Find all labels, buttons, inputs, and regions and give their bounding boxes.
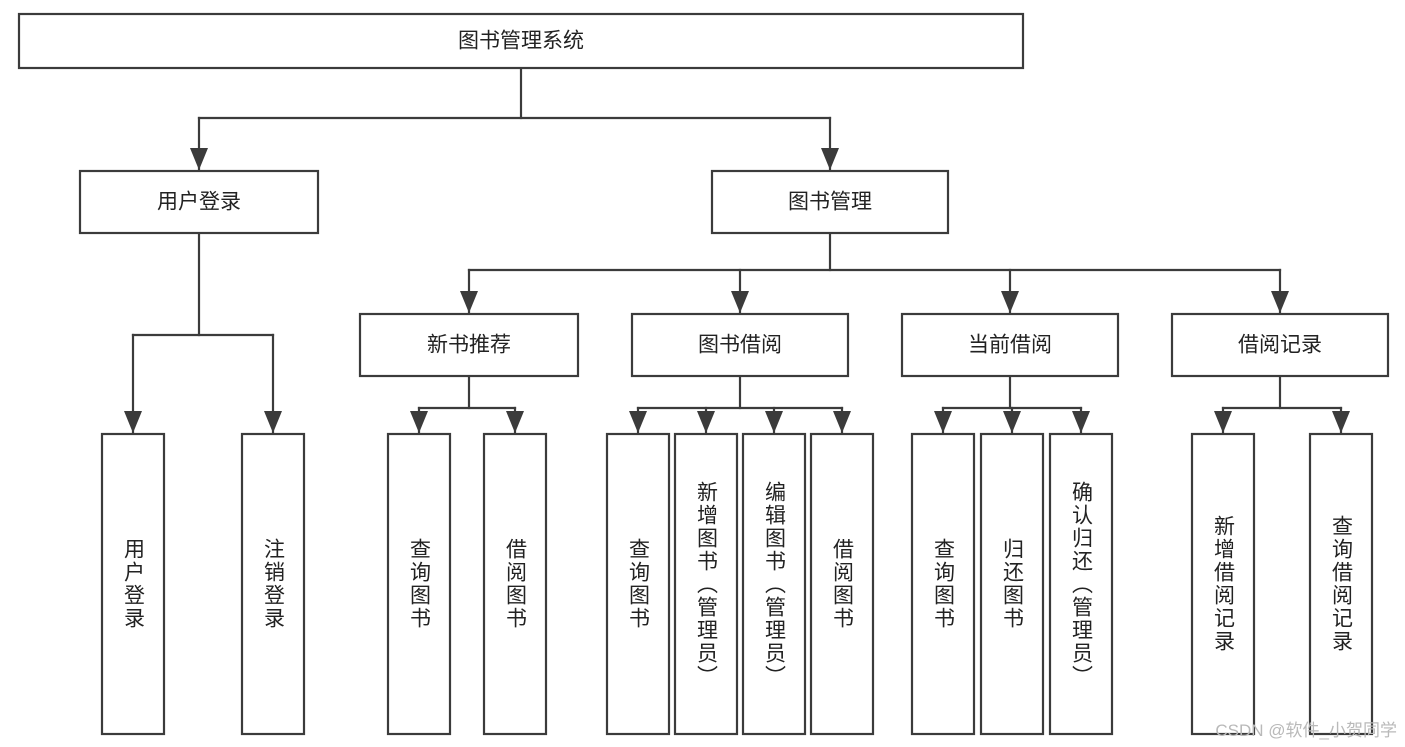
node-box-leaf-query-record xyxy=(1308,432,1374,736)
node-box-book-borrow xyxy=(630,312,850,378)
node-box-leaf-query-book-3 xyxy=(910,432,976,736)
arrow-head-icon xyxy=(1271,291,1289,313)
node-label-user-login: 用户登录 xyxy=(157,191,241,214)
node-box-leaf-borrow-book-2 xyxy=(809,432,875,736)
node-box-leaf-borrow-book-1 xyxy=(482,432,548,736)
arrow-head-icon xyxy=(190,148,208,170)
arrow-head-icon xyxy=(1332,411,1350,433)
node-label-book-manage: 图书管理 xyxy=(788,191,872,214)
arrow-head-icon xyxy=(410,411,428,433)
connector-lines xyxy=(124,66,1350,435)
arrow-head-icon xyxy=(821,148,839,170)
arrow-head-icon xyxy=(934,411,952,433)
node-label-borrow-record: 借阅记录 xyxy=(1238,334,1322,357)
arrow-head-icon xyxy=(731,291,749,313)
node-box-leaf-logout xyxy=(240,432,306,736)
node-label-book-borrow: 图书借阅 xyxy=(698,334,782,357)
arrow-head-icon xyxy=(264,411,282,433)
arrow-head-icon xyxy=(1003,411,1021,433)
node-box-leaf-add-book xyxy=(673,432,739,736)
arrow-head-icon xyxy=(124,411,142,433)
arrow-head-icon xyxy=(1001,291,1019,313)
arrow-head-icon xyxy=(629,411,647,433)
node-box-leaf-confirm-return xyxy=(1048,432,1114,736)
arrow-head-icon xyxy=(1214,411,1232,433)
node-label-current-borrow: 当前借阅 xyxy=(968,334,1052,357)
node-box-leaf-query-book-2 xyxy=(605,432,671,736)
node-label-root: 图书管理系统 xyxy=(458,30,584,53)
arrow-head-icon xyxy=(460,291,478,313)
watermark-text: CSDN @软件_小贺同学 xyxy=(1215,721,1397,740)
node-box-new-book-rec xyxy=(358,312,580,378)
node-box-leaf-edit-book xyxy=(741,432,807,736)
node-box-user-login xyxy=(78,169,320,235)
node-box-leaf-add-record xyxy=(1190,432,1256,736)
node-boxes xyxy=(17,12,1390,736)
node-box-leaf-user-login xyxy=(100,432,166,736)
arrow-head-icon xyxy=(697,411,715,433)
node-box-leaf-return-book xyxy=(979,432,1045,736)
arrow-head-icon xyxy=(506,411,524,433)
node-box-borrow-record xyxy=(1170,312,1390,378)
node-box-leaf-query-book-1 xyxy=(386,432,452,736)
node-box-root xyxy=(17,12,1025,70)
arrow-head-icon xyxy=(833,411,851,433)
arrow-head-icon xyxy=(765,411,783,433)
node-box-current-borrow xyxy=(900,312,1120,378)
arrow-head-icon xyxy=(1072,411,1090,433)
node-label-new-book-rec: 新书推荐 xyxy=(427,334,511,357)
node-box-book-manage xyxy=(710,169,950,235)
